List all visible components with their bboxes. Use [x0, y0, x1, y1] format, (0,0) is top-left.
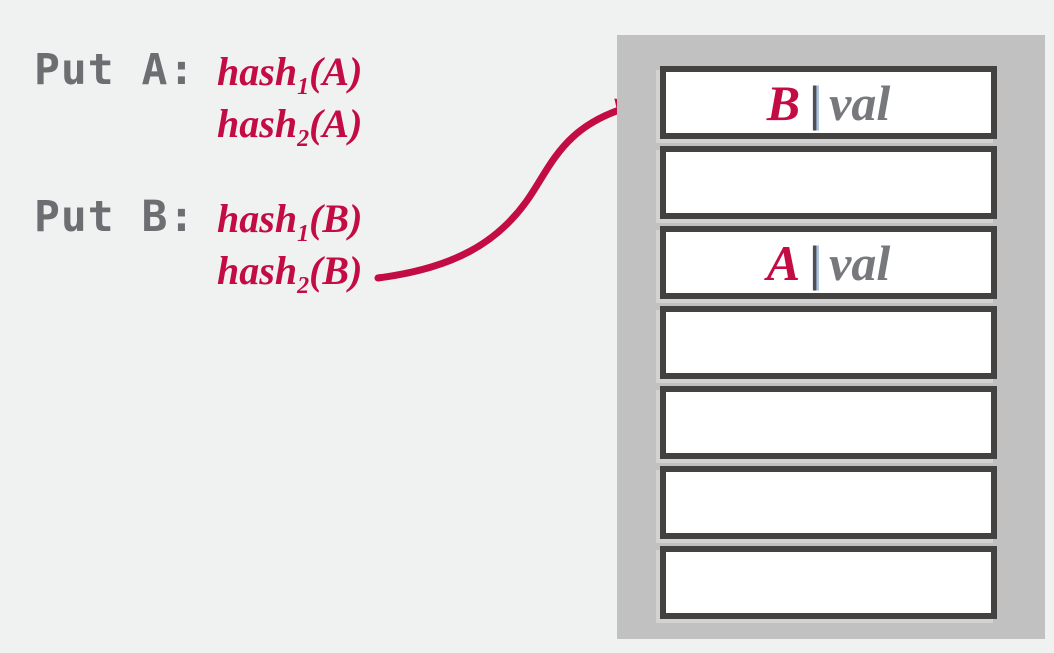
table-slot-3 [660, 306, 997, 379]
hash-arg: (B) [309, 196, 363, 241]
table-slot-5 [660, 466, 997, 539]
operation-label-put-b: Put B: [34, 192, 196, 242]
table-slot-6 [660, 546, 997, 619]
table-slot-1 [660, 146, 997, 219]
table-slot-2: A|val [660, 226, 997, 299]
hash-expression-hash1-b: hash1(B) [217, 196, 363, 247]
hash-arg: (A) [309, 49, 363, 94]
separator-bar: | [809, 234, 821, 291]
slot-key: B [766, 74, 801, 131]
table-slot-4 [660, 386, 997, 459]
separator-bar: | [809, 74, 821, 131]
hash-subscript: 2 [297, 126, 310, 152]
arrow-curve [374, 98, 645, 282]
slot-value: val [829, 234, 891, 291]
slot-value: val [829, 74, 891, 131]
table-slot-0: B|val [660, 66, 997, 139]
hash-subscript: 2 [297, 273, 310, 299]
hash-expression-hash2-b: hash2(B) [217, 248, 363, 299]
hash-expression-hash1-a: hash1(A) [217, 49, 363, 100]
hash-subscript: 1 [297, 74, 310, 100]
hash-arg: (A) [309, 101, 363, 146]
hash-expression-hash2-a: hash2(A) [217, 101, 363, 152]
hash-fn: hash [217, 101, 298, 146]
hash-subscript: 1 [297, 221, 310, 247]
hash-fn: hash [217, 196, 298, 241]
hash-table: B|val A|val [617, 35, 1045, 639]
hash-arg: (B) [309, 248, 363, 293]
operation-label-put-a: Put A: [34, 45, 196, 95]
hash-fn: hash [217, 248, 298, 293]
hash-fn: hash [217, 49, 298, 94]
slot-key: A [766, 234, 801, 291]
